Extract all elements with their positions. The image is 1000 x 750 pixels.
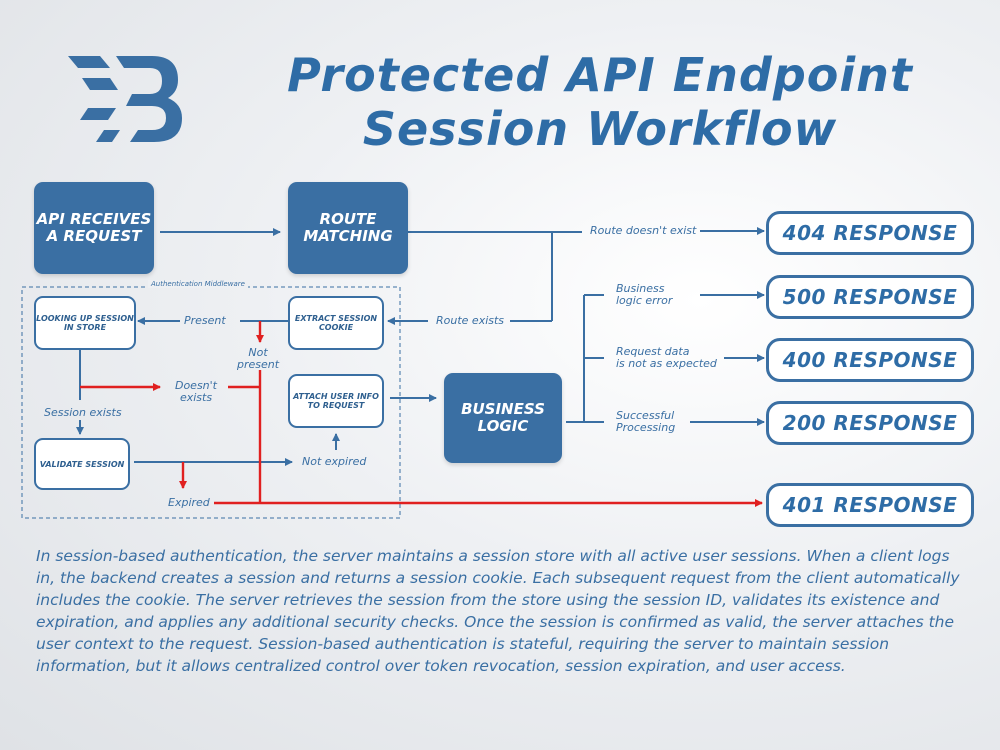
- label-business-error-line2: logic error: [616, 294, 673, 307]
- validate-session-node: Validate session: [34, 438, 130, 490]
- title-line-2: Session Workflow: [362, 102, 838, 156]
- label-doesnt-exist-line1: Doesn't: [174, 379, 217, 392]
- title-line-1: Protected API Endpoint: [287, 48, 913, 102]
- label-business-error: Business logic error: [616, 283, 672, 307]
- label-successful-line2: Processing: [616, 421, 676, 434]
- label-not-present-line2: present: [236, 358, 280, 371]
- response-200-label: 200 RESPONSE: [782, 411, 958, 435]
- brand-logo-icon: [68, 56, 182, 142]
- label-expired: Expired: [168, 496, 210, 509]
- looking-up-session-label: Looking up session in store: [36, 314, 134, 332]
- validate-session-label: Validate session: [39, 459, 125, 469]
- response-200: 200 RESPONSE: [766, 401, 974, 445]
- response-500: 500 RESPONSE: [766, 275, 974, 319]
- label-not-expired: Not expired: [302, 455, 367, 468]
- response-404: 404 RESPONSE: [766, 211, 974, 255]
- label-business-error-line1: Business: [616, 282, 665, 295]
- response-400-label: 400 RESPONSE: [782, 348, 958, 372]
- attach-user-node: Attach user info to request: [288, 374, 384, 428]
- label-request-data-line2: is not as expected: [616, 357, 717, 370]
- response-401-label: 401 RESPONSE: [782, 493, 958, 517]
- label-not-present: Not present: [236, 347, 280, 371]
- middleware-label: Authentication Middleware: [148, 280, 248, 288]
- label-request-data-line1: Request data: [616, 345, 690, 358]
- label-doesnt-exist-line2: exists: [179, 391, 213, 404]
- label-route-exists: Route exists: [436, 314, 505, 327]
- route-matching-node: Route matching: [288, 182, 408, 274]
- response-404-label: 404 RESPONSE: [782, 221, 958, 245]
- extract-cookie-label: Extract session cookie: [294, 314, 378, 332]
- api-receives-node: API receives a request: [34, 182, 154, 274]
- label-request-data: Request data is not as expected: [616, 346, 717, 370]
- label-successful-line1: Successful: [616, 409, 675, 422]
- response-500-label: 500 RESPONSE: [782, 285, 958, 309]
- response-400: 400 RESPONSE: [766, 338, 974, 382]
- label-doesnt-exist: Doesn't exists: [166, 380, 226, 404]
- business-logic-node: Business logic: [444, 373, 562, 463]
- attach-user-label: Attach user info to request: [293, 392, 379, 410]
- business-logic-label: Business logic: [461, 400, 545, 435]
- route-matching-label: Route matching: [303, 210, 393, 245]
- extract-cookie-node: Extract session cookie: [288, 296, 384, 350]
- response-401: 401 RESPONSE: [766, 483, 974, 527]
- label-present: Present: [184, 314, 226, 327]
- api-receives-label: API receives a request: [36, 210, 152, 245]
- looking-up-session-node: Looking up session in store: [34, 296, 136, 350]
- description-paragraph: In session-based authentication, the ser…: [36, 547, 960, 675]
- label-successful: Successful Processing: [616, 410, 675, 434]
- label-not-present-line1: Not: [248, 346, 268, 359]
- label-route-not-exist: Route doesn't exist: [590, 224, 697, 237]
- page-title: Protected API Endpoint Session Workflow: [220, 48, 980, 156]
- label-session-exists: Session exists: [44, 406, 122, 419]
